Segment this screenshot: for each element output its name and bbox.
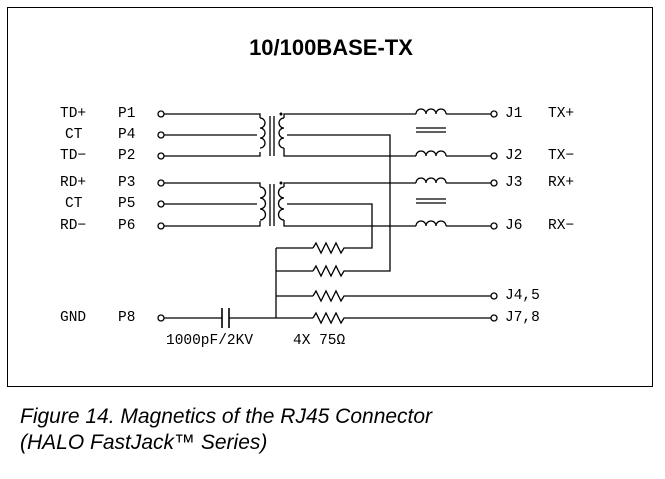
jack-label-j2: J2 xyxy=(505,148,523,164)
resistor-1 xyxy=(312,241,350,255)
signal-label-gnd: GND xyxy=(60,310,87,326)
pin-p2-terminal xyxy=(157,152,165,160)
jack-signal-rx-minus: RX− xyxy=(548,218,575,234)
jack-signal-rx-plus: RX+ xyxy=(548,175,575,191)
signal-label-td-plus: TD+ xyxy=(60,106,87,122)
pin-label-p2: P2 xyxy=(118,148,136,164)
pin-p5-terminal xyxy=(157,200,165,208)
signal-label-td-minus: TD− xyxy=(60,148,87,164)
pin-p8-terminal xyxy=(157,314,165,322)
termination-network xyxy=(157,241,498,328)
tx-secondary-coil xyxy=(278,117,285,149)
rx-secondary-coil xyxy=(277,186,285,221)
jack-j6-terminal xyxy=(490,222,498,230)
signal-label-ct-tx: CT xyxy=(65,127,83,143)
jack-label-j45: J4,5 xyxy=(505,288,540,304)
pin-p4-terminal xyxy=(157,131,165,139)
resistor-4 xyxy=(312,311,350,325)
jack-j78-terminal xyxy=(490,314,498,322)
rx-choke-bottom xyxy=(415,220,447,227)
jack-label-j3: J3 xyxy=(505,175,523,191)
pin-label-p3: P3 xyxy=(118,175,136,191)
jack-j1-terminal xyxy=(490,110,498,118)
capacitor-label: 1000pF/2KV xyxy=(166,333,254,349)
jack-j45-terminal xyxy=(490,292,498,300)
pin-p3-terminal xyxy=(157,179,165,187)
rx-primary-coil xyxy=(259,186,267,221)
pin-label-p1: P1 xyxy=(118,106,136,122)
jack-j3-terminal xyxy=(490,179,498,187)
pin-label-p4: P4 xyxy=(118,127,136,143)
figure-caption: Figure 14. Magnetics of the RJ45 Connect… xyxy=(20,404,650,456)
pin-label-p5: P5 xyxy=(118,196,136,212)
tx-choke-bottom xyxy=(415,150,447,157)
resistor-3 xyxy=(312,289,350,303)
jack-j2-terminal xyxy=(490,152,498,160)
rx-choke-top xyxy=(415,177,447,184)
signal-label-ct-rx: CT xyxy=(65,196,83,212)
jack-label-j6: J6 xyxy=(505,218,523,234)
caption-line-2: (HALO FastJack™ Series) xyxy=(20,431,268,454)
signal-label-rd-minus: RD− xyxy=(60,218,87,234)
jack-signal-tx-plus: TX+ xyxy=(548,106,575,122)
rx-transformer xyxy=(157,177,498,249)
resistor-2 xyxy=(312,264,350,278)
pin-p1-terminal xyxy=(157,110,165,118)
jack-label-j78: J7,8 xyxy=(505,310,540,326)
jack-label-j1: J1 xyxy=(505,106,523,122)
resistor-label: 4X 75Ω xyxy=(293,333,346,349)
signal-label-rd-plus: RD+ xyxy=(60,175,87,191)
magnetics-schematic xyxy=(157,108,498,328)
tx-transformer xyxy=(157,108,498,272)
jack-signal-tx-minus: TX− xyxy=(548,148,575,164)
schematic-frame: 10/100BASE-TX TD+ P1 CT P4 TD− P2 RD+ P3… xyxy=(7,7,653,387)
pin-label-p8: P8 xyxy=(118,310,136,326)
caption-line-1: Figure 14. Magnetics of the RJ45 Connect… xyxy=(20,405,433,428)
pin-label-p6: P6 xyxy=(118,218,136,234)
tx-primary-coil xyxy=(259,117,266,149)
diagram-title: 10/100BASE-TX xyxy=(249,35,413,60)
tx-choke-top xyxy=(415,108,447,115)
pin-p6-terminal xyxy=(157,222,165,230)
